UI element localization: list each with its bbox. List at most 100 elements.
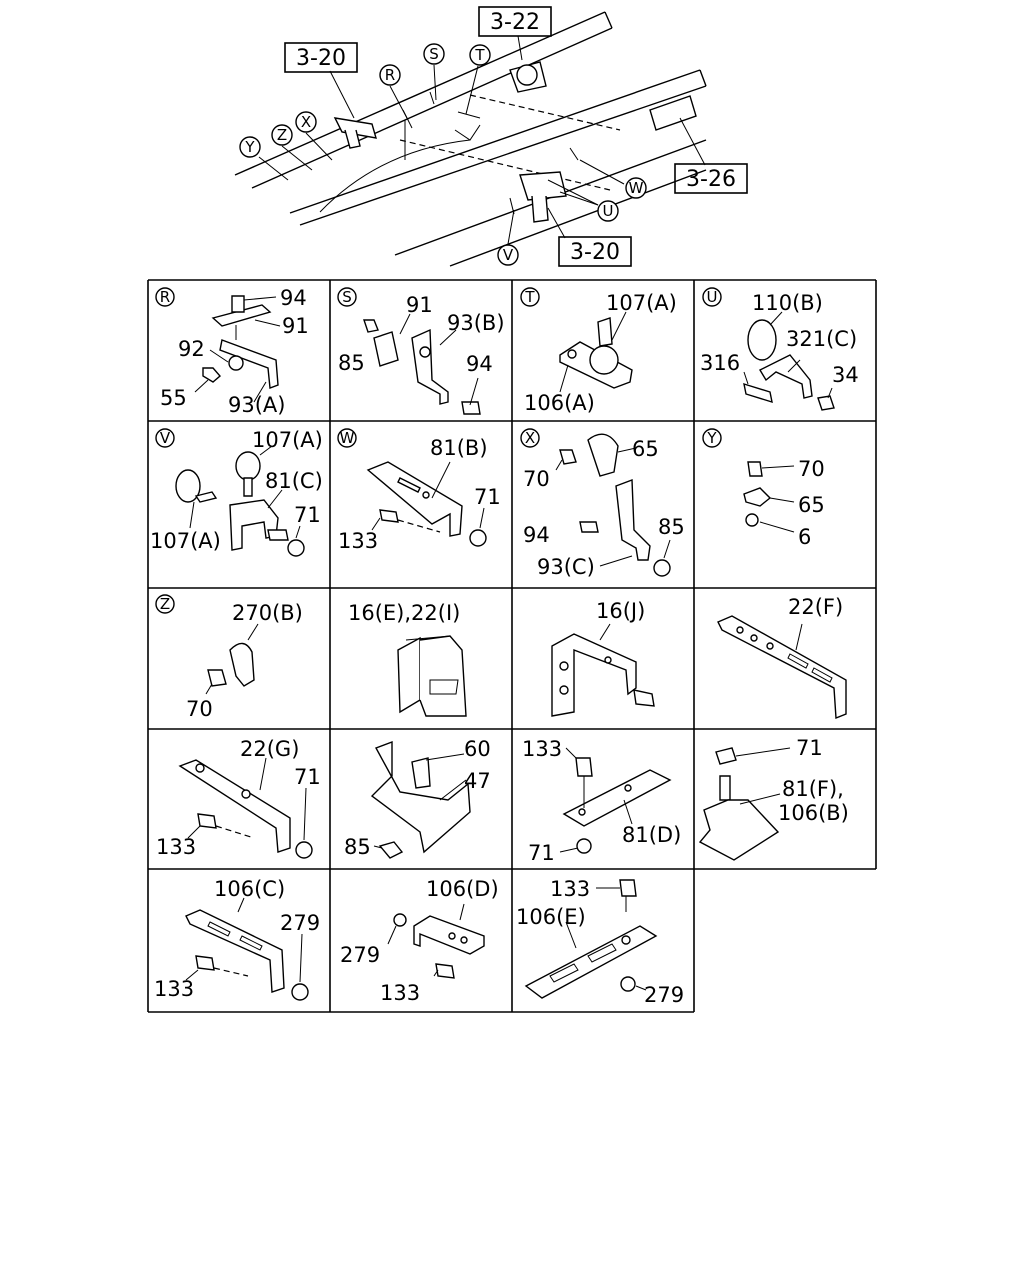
label-V-107A-left: 107(A): [150, 529, 221, 553]
label-U-34: 34: [832, 363, 859, 387]
label-U-316: 316: [700, 351, 740, 375]
ref-3-26: 3-26: [686, 167, 736, 192]
cell-V-letter: V: [155, 428, 175, 448]
svg-text:Y: Y: [706, 429, 717, 447]
label-X-70: 70: [523, 467, 550, 491]
cell-U-letter: U: [702, 287, 722, 307]
svg-text:T: T: [524, 288, 535, 306]
callout-V: V: [497, 244, 519, 266]
label-14-47: 47: [464, 769, 491, 793]
svg-text:V: V: [503, 246, 514, 264]
callout-U: U: [597, 200, 619, 222]
label-W-71: 71: [474, 485, 501, 509]
label-X-65: 65: [632, 437, 659, 461]
cell-18: 106(D) 279 133: [340, 877, 499, 1005]
ref-box-3-20-top: [284, 42, 358, 73]
cell-R: R 94 91 92 55 93(A): [155, 286, 309, 417]
callout-X: X: [295, 111, 317, 133]
ref-box-3-26: [674, 163, 748, 194]
callout-S: S: [423, 43, 445, 65]
svg-text:X: X: [301, 113, 311, 131]
label-V-81C: 81(C): [265, 469, 323, 493]
label-X-93C: 93(C): [537, 555, 595, 579]
cell-17: 106(C) 279 133: [154, 877, 320, 1001]
cell-V: V 107(A) 81(C) 107(A) 71: [150, 428, 323, 557]
cell-15: 133 81(D) 71: [522, 737, 681, 865]
label-W-81B: 81(B): [430, 436, 488, 460]
svg-text:U: U: [707, 288, 718, 306]
cell-11: 16(J): [551, 599, 655, 717]
callout-T: T: [469, 44, 491, 66]
cell-14: 60 47 85: [344, 737, 491, 859]
label-13-133: 133: [156, 835, 196, 859]
svg-text:V: V: [160, 429, 171, 447]
label-18-279: 279: [340, 943, 380, 967]
label-17-279: 279: [280, 911, 320, 935]
svg-text:X: X: [525, 429, 535, 447]
svg-text:R: R: [160, 288, 170, 306]
svg-text:T: T: [474, 46, 485, 64]
cell-16: 71 81(F), 106(B): [698, 736, 849, 861]
label-Y-65: 65: [798, 493, 825, 517]
label-17-133: 133: [154, 977, 194, 1001]
label-19-133: 133: [550, 877, 590, 901]
cell-Z: Z 270(B) 70: [155, 594, 303, 721]
cell-Y-letter: Y: [702, 428, 722, 448]
svg-text:S: S: [429, 45, 439, 63]
cell-X: X 65 70 85 94 93(C): [520, 428, 685, 579]
label-X-94: 94: [523, 523, 550, 547]
label-U-110B: 110(B): [752, 291, 823, 315]
label-T-107A: 107(A): [606, 291, 677, 315]
cell-S: S 91 93(B) 85 94: [337, 287, 505, 415]
ref-3-20-bottom: 3-20: [570, 240, 620, 265]
cell-S-letter: S: [337, 287, 357, 307]
svg-text:Z: Z: [277, 126, 287, 144]
cell-X-letter: X: [520, 428, 540, 448]
chassis-overview: 3-22 3-20 3-26 3-20 R S T Y Z X W U V: [234, 6, 748, 267]
label-V-71: 71: [294, 503, 321, 527]
label-13-22G: 22(G): [240, 737, 299, 761]
label-U-321C: 321(C): [786, 327, 857, 351]
label-16-81F: 81(F),: [782, 777, 844, 801]
callout-Y: Y: [239, 136, 261, 158]
cell-13: 22(G) 71 133: [156, 737, 321, 859]
label-13-71: 71: [294, 765, 321, 789]
cell-R-letter: R: [155, 287, 175, 307]
cell-Y: Y 70 65 6: [702, 428, 825, 549]
label-R-91: 91: [282, 314, 309, 338]
svg-text:S: S: [342, 288, 352, 306]
cell-12: 22(F): [717, 595, 847, 720]
label-12-22F: 22(F): [788, 595, 843, 619]
svg-text:R: R: [385, 66, 395, 84]
label-T-106A: 106(A): [524, 391, 595, 415]
cell-W: W 81(B) 71 133: [337, 428, 501, 553]
label-18-106D: 106(D): [426, 877, 499, 901]
label-R-92: 92: [178, 337, 205, 361]
label-S-85: 85: [338, 351, 365, 375]
svg-text:W: W: [340, 429, 355, 447]
svg-text:W: W: [629, 179, 644, 197]
cell-T-letter: T: [520, 287, 540, 307]
label-14-85: 85: [344, 835, 371, 859]
cell-W-letter: W: [337, 428, 357, 448]
label-Y-6: 6: [798, 525, 811, 549]
label-S-93B: 93(B): [447, 311, 505, 335]
ref-3-20-top: 3-20: [296, 46, 346, 71]
label-14-60: 60: [464, 737, 491, 761]
label-Z-70: 70: [186, 697, 213, 721]
callout-R: R: [379, 64, 401, 86]
label-17-106C: 106(C): [214, 877, 285, 901]
ref-box-3-20-bottom: [558, 236, 632, 267]
label-15-71: 71: [528, 841, 555, 865]
label-R-94: 94: [280, 286, 307, 310]
cell-U: U 110(B) 321(C) 316 34: [700, 287, 859, 411]
callout-W: W: [625, 177, 647, 199]
label-19-279: 279: [644, 983, 684, 1007]
ref-box-3-22: [478, 6, 552, 37]
cell-T: T 107(A) 106(A): [520, 287, 677, 415]
label-11-16J: 16(J): [596, 599, 645, 623]
label-16-71: 71: [796, 736, 823, 760]
svg-text:U: U: [603, 202, 614, 220]
label-S-94: 94: [466, 352, 493, 376]
